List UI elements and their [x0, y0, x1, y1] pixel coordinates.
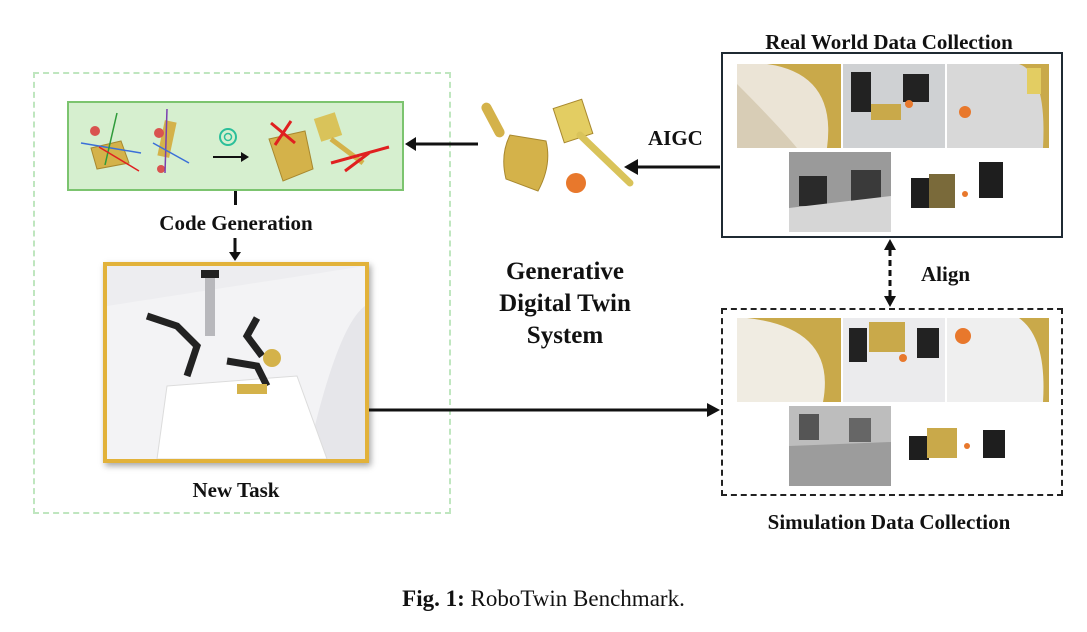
arrow-right-to-simulation [369, 403, 720, 417]
system-title: Generative Digital Twin System [470, 256, 660, 352]
align-label: Align [921, 262, 971, 286]
orange-ball [566, 173, 586, 193]
simulation-label: Simulation Data Collection [767, 510, 1011, 534]
aigc-label: AIGC [648, 126, 703, 150]
system-title-line2: Digital Twin [499, 290, 631, 317]
figure-caption-prefix: Fig. 1: [402, 586, 465, 611]
annotated-dustpan-a [80, 112, 142, 172]
generated-assets-box [67, 101, 404, 191]
arrow-left-aigc [624, 159, 720, 175]
code-generation-label: Code Generation [159, 211, 313, 235]
aigc-objects-illustration [481, 98, 634, 193]
annotated-brush-a [152, 108, 190, 174]
arrow-right-icon [213, 152, 249, 162]
simulation-panel [721, 308, 1063, 496]
sim-depth-map [789, 406, 891, 486]
code-generation-panel [33, 72, 451, 514]
asset-annotation-illustration [80, 108, 390, 182]
arrow-left-to-assets [405, 137, 478, 151]
figure-caption-text: RoboTwin Benchmark. [470, 586, 685, 611]
real-photo-2 [843, 64, 945, 148]
annotated-dustpan-b [268, 120, 314, 182]
openai-icon [219, 128, 237, 146]
dustpan-object [481, 102, 549, 192]
figure-caption: Fig. 1: RoboTwin Benchmark. [0, 586, 1087, 612]
system-title-line1: Generative [505, 258, 624, 285]
new-task-render [103, 262, 369, 463]
align-arrow-icon [884, 239, 896, 307]
new-task-label: New Task [192, 478, 280, 502]
brush-object [552, 98, 634, 187]
arrow-down-icon [229, 238, 241, 261]
connector-line [234, 191, 237, 205]
real-world-label: Real World Data Collection [765, 30, 1013, 54]
real-point-cloud [899, 152, 1029, 232]
sim-point-cloud [899, 406, 1029, 486]
sim-photo-1 [737, 318, 841, 402]
real-photo-1 [737, 64, 841, 148]
real-photo-3 [947, 64, 1049, 148]
sim-photo-3 [947, 318, 1049, 402]
system-title-line3: System [526, 322, 604, 349]
robot-scene-image [107, 266, 365, 459]
real-world-panel [721, 52, 1063, 238]
annotated-brush-b [313, 112, 390, 173]
sim-photo-2 [843, 318, 945, 402]
real-depth-map [789, 152, 891, 232]
